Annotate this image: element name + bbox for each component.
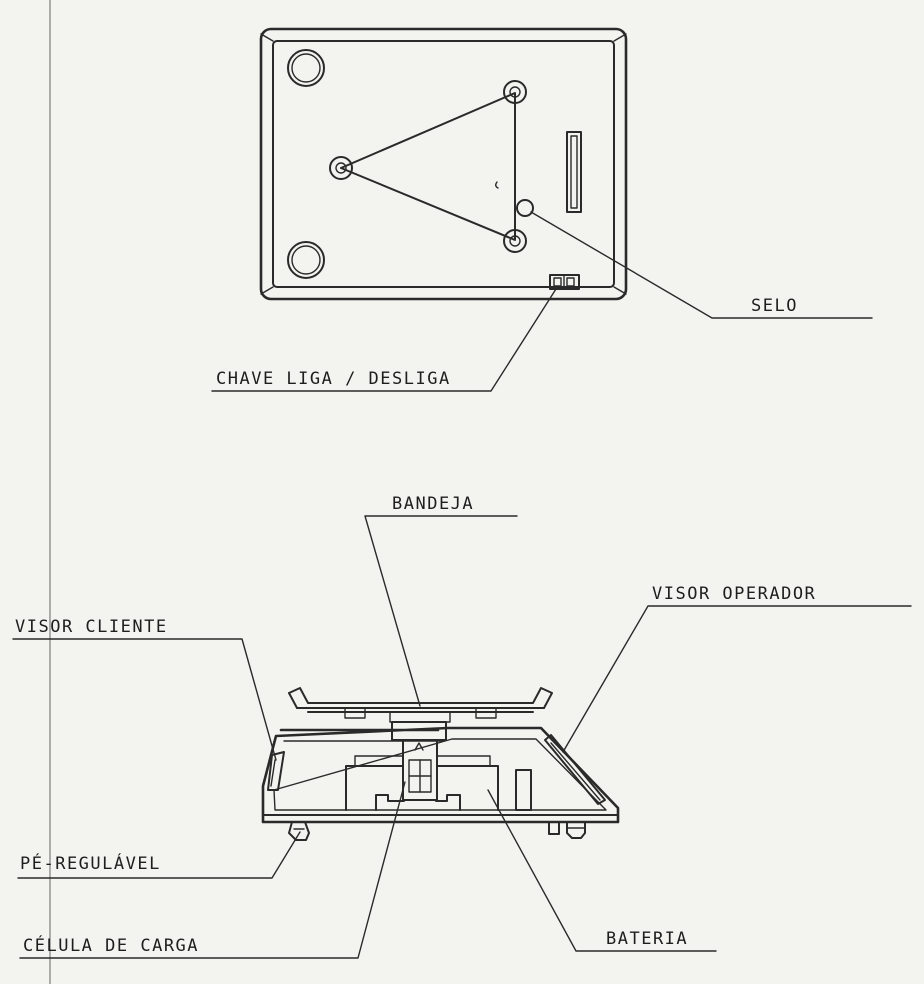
- label-bandeja-text: BANDEJA: [392, 494, 474, 514]
- on-off-switch: [549, 274, 580, 290]
- seal-circle: [516, 199, 534, 217]
- label-celula-text: CÉLULA DE CARGA: [23, 934, 199, 956]
- top-view-corner: [613, 286, 627, 295]
- label-bateria: BATERIA: [487, 789, 717, 952]
- label-celula: CÉLULA DE CARGA: [19, 781, 406, 959]
- top-view-corner: [260, 286, 274, 295]
- label-pe-regulavel-text: PÉ-REGULÁVEL: [20, 852, 161, 874]
- seal-mark: [495, 181, 499, 189]
- top-view-corner: [260, 33, 274, 42]
- mount-point-left: [329, 156, 353, 180]
- label-visor-cliente: VISOR CLIENTE: [12, 617, 277, 761]
- label-bateria-text: BATERIA: [606, 929, 688, 949]
- label-chave: CHAVE LIGA / DESLIGA: [211, 288, 557, 392]
- mount-point-bottom: [503, 229, 527, 253]
- tray: [288, 687, 553, 723]
- foot-right: [548, 821, 586, 839]
- side-view: [261, 687, 620, 841]
- label-visor-operador: VISOR OPERADOR: [562, 584, 912, 753]
- label-selo: SELO: [530, 211, 873, 319]
- mount-triangle: [340, 92, 516, 241]
- slot-inner: [570, 135, 578, 209]
- top-view: [259, 27, 628, 301]
- label-pe-regulavel: PÉ-REGULÁVEL: [17, 831, 301, 879]
- foot-left: [288, 821, 310, 841]
- operator-display: [544, 734, 606, 805]
- battery: [515, 769, 532, 811]
- internal-base: [345, 755, 499, 811]
- foot-bottom-left: [287, 241, 325, 279]
- label-visor-cliente-text: VISOR CLIENTE: [15, 617, 168, 637]
- top-view-corner: [613, 33, 627, 42]
- slot-outer: [566, 131, 582, 213]
- foot-top-left: [287, 49, 325, 87]
- load-cell: [391, 721, 447, 801]
- label-visor-operador-text: VISOR OPERADOR: [652, 584, 816, 604]
- customer-display: [267, 751, 285, 791]
- top-view-inner-outline: [272, 40, 615, 288]
- label-bandeja: BANDEJA: [364, 494, 518, 707]
- mount-point-top: [503, 80, 527, 104]
- label-selo-text: SELO: [751, 296, 798, 316]
- top-view-outer-outline: [259, 27, 628, 301]
- label-chave-text: CHAVE LIGA / DESLIGA: [216, 369, 451, 389]
- body-outline: [261, 726, 620, 824]
